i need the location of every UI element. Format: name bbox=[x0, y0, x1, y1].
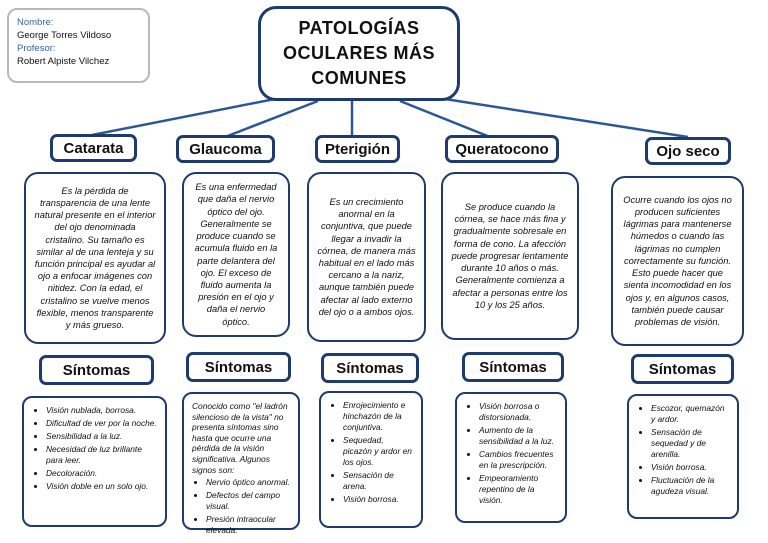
symptoms-header-pterigion: Síntomas bbox=[321, 353, 419, 383]
description-text: Es una enfermedad que daña el nervio ópt… bbox=[194, 182, 278, 327]
main-title: PATOLOGÍAS OCULARES MÁS COMUNES bbox=[282, 18, 435, 88]
symptoms-box-queratocono: Visión borrosa o distorsionada. Aumento … bbox=[455, 392, 567, 523]
symptoms-list: Visión borrosa o distorsionada. Aumento … bbox=[465, 401, 557, 506]
author-label: Nombre: bbox=[17, 17, 54, 28]
professor-label: Profesor: bbox=[17, 43, 56, 54]
symptom-item: Cambios frecuentes en la prescripción. bbox=[479, 449, 557, 471]
disease-name: Ojo seco bbox=[656, 142, 720, 160]
symptom-item: Sequedad, picazón y ardor en los ojos. bbox=[343, 435, 413, 468]
symptom-item: Enrojecimiento e hinchazón de la conjunt… bbox=[343, 400, 413, 433]
description-text: Se produce cuando la córnea, se hace más… bbox=[451, 202, 569, 310]
description-text: Es un crecimiento anormal en la conjunti… bbox=[317, 196, 416, 317]
symptoms-list: Nervio óptico anormal. Defectos del camp… bbox=[192, 477, 290, 536]
symptoms-list: Escozor, quemazón y ardor. Sensación de … bbox=[637, 403, 729, 497]
symptoms-label: Síntomas bbox=[204, 358, 273, 376]
description-text: Es la pérdida de transparencia de una le… bbox=[34, 185, 156, 331]
symptom-item: Sensación de arena. bbox=[343, 470, 413, 492]
disease-name: Glaucoma bbox=[189, 140, 262, 158]
description-queratocono: Se produce cuando la córnea, se hace más… bbox=[441, 172, 579, 340]
symptom-item: Empeoramiento repentino de la visión. bbox=[479, 473, 557, 506]
symptom-item: Sensación de sequedad y de arenilla. bbox=[651, 427, 729, 460]
symptom-item: Dificultad de ver por la noche. bbox=[46, 418, 157, 429]
disease-header-glaucoma: Glaucoma bbox=[176, 135, 275, 163]
professor-name: Robert Alpiste Vilchez bbox=[17, 56, 110, 67]
symptom-item: Visión borrosa. bbox=[651, 462, 729, 473]
symptom-item: Aumento de la sensibilidad a la luz. bbox=[479, 425, 557, 447]
disease-header-catarata: Catarata bbox=[50, 134, 137, 162]
symptoms-header-glaucoma: Síntomas bbox=[186, 352, 291, 382]
symptom-item: Visión nublada, borrosa. bbox=[46, 405, 157, 416]
symptoms-box-catarata: Visión nublada, borrosa. Dificultad de v… bbox=[22, 396, 167, 527]
symptom-item: Necesidad de luz brillante para leer. bbox=[46, 444, 157, 466]
disease-header-queratocono: Queratocono bbox=[445, 135, 559, 163]
description-pterigion: Es un crecimiento anormal en la conjunti… bbox=[307, 172, 426, 342]
disease-name: Queratocono bbox=[455, 140, 549, 158]
symptom-item: Decoloración. bbox=[46, 468, 157, 479]
symptoms-list: Visión nublada, borrosa. Dificultad de v… bbox=[32, 405, 157, 492]
symptoms-box-glaucoma: Conocido como "el ladrón silencioso de l… bbox=[182, 392, 300, 535]
symptoms-label: Síntomas bbox=[336, 359, 404, 377]
disease-name: Catarata bbox=[63, 139, 124, 157]
disease-name: Pterigión bbox=[324, 140, 390, 158]
disease-header-ojo-seco: Ojo seco bbox=[645, 137, 731, 165]
author-name: George Torres Vildoso bbox=[17, 30, 112, 41]
symptoms-header-ojo-seco: Síntomas bbox=[631, 354, 734, 384]
symptoms-box-ojo-seco: Escozor, quemazón y ardor. Sensación de … bbox=[627, 394, 739, 519]
symptom-item: Visión borrosa. bbox=[343, 494, 413, 505]
description-ojo-seco: Ocurre cuando los ojos no producen sufic… bbox=[611, 176, 744, 346]
symptom-item: Sensibilidad a la luz. bbox=[46, 431, 157, 442]
main-title-box: PATOLOGÍAS OCULARES MÁS COMUNES bbox=[258, 6, 460, 101]
symptoms-box-pterigion: Enrojecimiento e hinchazón de la conjunt… bbox=[319, 391, 423, 528]
symptom-item: Escozor, quemazón y ardor. bbox=[651, 403, 729, 425]
symptoms-list: Enrojecimiento e hinchazón de la conjunt… bbox=[329, 400, 413, 505]
symptoms-label: Síntomas bbox=[62, 361, 131, 379]
symptoms-header-queratocono: Síntomas bbox=[462, 352, 564, 382]
symptom-item: Fluctuación de la agudeza visual. bbox=[651, 475, 729, 497]
disease-header-pterigion: Pterigión bbox=[315, 135, 400, 163]
symptom-item: Visión doble en un solo ojo. bbox=[46, 481, 157, 492]
symptoms-label: Síntomas bbox=[479, 358, 547, 376]
symptom-item: Defectos del campo visual. bbox=[206, 490, 290, 512]
description-catarata: Es la pérdida de transparencia de una le… bbox=[24, 172, 166, 344]
symptoms-intro: Conocido como "el ladrón silencioso de l… bbox=[192, 401, 288, 475]
description-glaucoma: Es una enfermedad que daña el nervio ópt… bbox=[182, 172, 290, 337]
symptoms-label: Síntomas bbox=[648, 360, 717, 378]
description-text: Ocurre cuando los ojos no producen sufic… bbox=[623, 194, 732, 327]
symptoms-header-catarata: Síntomas bbox=[39, 355, 154, 385]
credits-box: Nombre: George Torres Vildoso Profesor: … bbox=[7, 8, 150, 83]
symptom-item: Presión intraocular elevada. bbox=[206, 514, 290, 536]
symptom-item: Nervio óptico anormal. bbox=[206, 477, 290, 488]
symptom-item: Visión borrosa o distorsionada. bbox=[479, 401, 557, 423]
